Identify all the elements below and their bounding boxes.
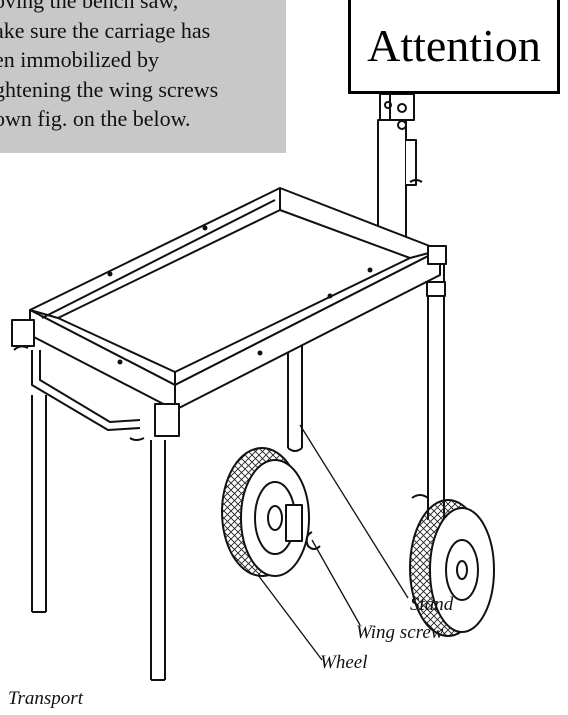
warning-line: ghtening the wing screws bbox=[0, 76, 219, 102]
attention-box: Attention bbox=[348, 0, 560, 94]
right-leg bbox=[426, 262, 446, 520]
warning-line: oving the bench saw, bbox=[0, 0, 179, 13]
attention-label: Attention bbox=[367, 19, 541, 71]
left-wheel bbox=[221, 447, 321, 577]
warning-text: oving the bench saw, ake sure the carria… bbox=[0, 0, 286, 134]
warning-line: own fig. on the below. bbox=[0, 106, 191, 131]
wing-screw-callout: Wing screw bbox=[356, 622, 444, 643]
stand-callout: Stand bbox=[410, 594, 454, 615]
rear-post bbox=[377, 93, 423, 241]
right-wheel bbox=[409, 494, 495, 637]
transport-warning-note: oving the bench saw, ake sure the carria… bbox=[0, 0, 286, 153]
top-frame bbox=[29, 187, 441, 411]
warning-line: en immobilized by bbox=[0, 47, 159, 72]
figure-caption: Transport bbox=[8, 688, 83, 709]
warning-line: ake sure the carriage has bbox=[0, 17, 211, 43]
handle bbox=[13, 345, 145, 441]
front-legs bbox=[31, 395, 166, 681]
wheel-callout: Wheel bbox=[320, 652, 368, 673]
